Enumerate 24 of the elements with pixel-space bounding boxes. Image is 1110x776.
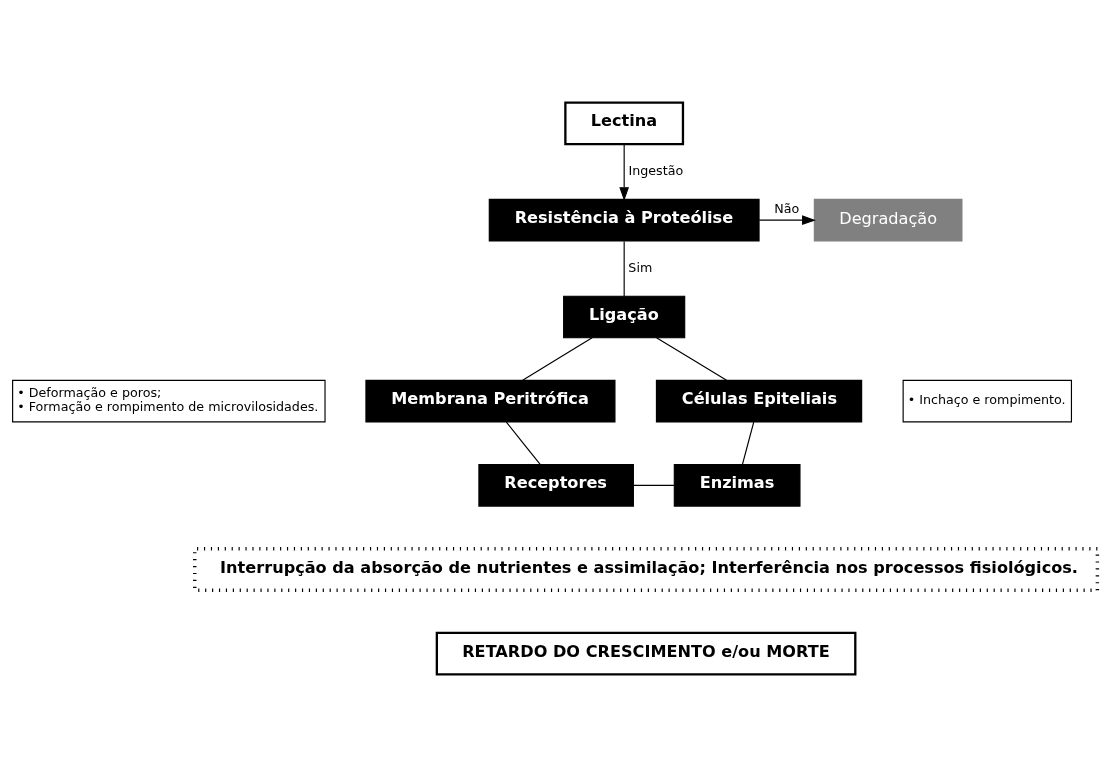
arrow — [619, 143, 629, 201]
node-box: Enzimas — [673, 463, 801, 507]
connector — [741, 421, 755, 465]
node-label: • Formação e rompimento de microvilosidades. — [17, 398, 319, 414]
node-label: • Deformação e poros; — [17, 384, 162, 400]
arrow — [758, 214, 816, 225]
node-box: Resistência à Proteólise — [488, 198, 760, 241]
connector — [633, 484, 675, 486]
node-box: Células Epiteliais — [655, 379, 863, 422]
node-box: Membrana Peritrófica — [365, 379, 616, 422]
edge-label: Não — [774, 200, 800, 216]
connector — [505, 421, 541, 465]
node-box: Lectina — [564, 100, 685, 145]
node-box: Ligação — [563, 295, 686, 338]
edge-label: Ingestão — [628, 162, 684, 178]
node-label: • Inchaço e rompimento. — [907, 391, 1066, 407]
node-box: Receptores — [478, 463, 634, 507]
node-box: Degradação — [813, 198, 963, 241]
edge-label: Sim — [628, 259, 653, 275]
node-box: RETARDO DO CRESCIMENTO e/ou MORTE — [435, 631, 857, 676]
connector — [623, 240, 625, 297]
connector — [655, 336, 728, 381]
node-box: Interrupção da absorção de nutrientes e assimilação; Interferência nos processos fisiológicos. — [193, 546, 1100, 592]
connector — [522, 336, 593, 381]
